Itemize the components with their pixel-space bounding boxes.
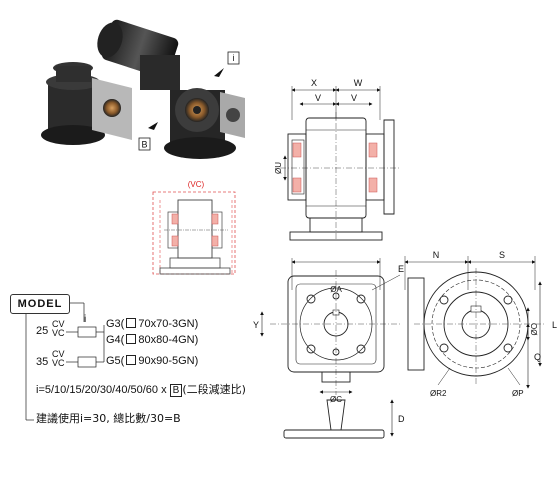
- model-g4: G4( 80x80-4GN): [106, 334, 198, 346]
- square-icon: [126, 355, 137, 365]
- vc-label: (VC): [188, 180, 205, 189]
- dim-w: W: [354, 78, 363, 88]
- model-i-label: i: [84, 314, 87, 325]
- dim-y: Y: [253, 320, 259, 330]
- dim-c: ØC: [330, 395, 342, 404]
- model-g4-spec: 80x80-4GN): [138, 334, 199, 346]
- model-ratio-line: i=5/10/15/20/30/40/50/60 x B(二段減速比): [36, 381, 246, 397]
- dim-a: ØA: [330, 285, 342, 294]
- product-photo: [41, 19, 245, 159]
- model-g3-spec: 70x70-3GN): [138, 318, 199, 330]
- dim-q: Q: [534, 352, 541, 362]
- dim-p: ØP: [512, 389, 524, 398]
- dim-v-right: V: [351, 93, 357, 103]
- model-row1-vc: VC: [52, 328, 65, 338]
- dim-r2: ØR2: [430, 389, 447, 398]
- model-row2-prefix: 35: [36, 356, 49, 368]
- model-g5: G5( 90x90-5GN): [106, 355, 198, 367]
- model-g3-code: G3(: [106, 318, 125, 330]
- dim-u: ØU: [274, 162, 283, 174]
- dim-e: E: [398, 264, 404, 274]
- dim-s: S: [499, 250, 505, 260]
- model-ratio-b: B: [169, 384, 183, 397]
- callout-b-label: B: [141, 140, 147, 150]
- callout-i: i: [214, 51, 240, 77]
- dim-o: ØO: [530, 323, 539, 335]
- model-recommend: 建議使用i=30, 總比數/30=B: [36, 412, 181, 425]
- model-title: MODEL: [10, 294, 70, 314]
- front-view: [260, 256, 545, 439]
- callout-i-label: i: [233, 53, 235, 63]
- model-connectors: [25, 302, 105, 421]
- model-ratio: i=5/10/15/20/30/40/50/60 x: [36, 384, 167, 396]
- dim-l: L: [552, 320, 557, 330]
- dim-x: X: [311, 78, 317, 88]
- model-g4-code: G4(: [106, 334, 125, 346]
- model-row2-stack: CV VC: [52, 350, 65, 368]
- dim-d-label: D: [398, 414, 405, 424]
- side-view: [280, 86, 400, 241]
- model-row2-cv: CV: [52, 349, 65, 359]
- model-g5-code: G5(: [106, 355, 125, 367]
- dim-n: N: [433, 250, 440, 260]
- vc-sketch: (VC): [152, 180, 236, 275]
- model-row2-vc: VC: [52, 358, 65, 368]
- model-ratio-note: (二段減速比): [182, 383, 246, 396]
- model-g3: G3( 70x70-3GN): [106, 318, 198, 330]
- model-g5-spec: 90x90-5GN): [138, 355, 199, 367]
- square-icon: [126, 318, 137, 328]
- model-row1-stack: CV VC: [52, 320, 65, 338]
- dim-v-left: V: [315, 93, 321, 103]
- square-icon: [126, 334, 137, 344]
- model-row1-prefix: 25: [36, 325, 49, 337]
- callout-b: B: [138, 122, 158, 151]
- model-row1-cv: CV: [52, 319, 65, 329]
